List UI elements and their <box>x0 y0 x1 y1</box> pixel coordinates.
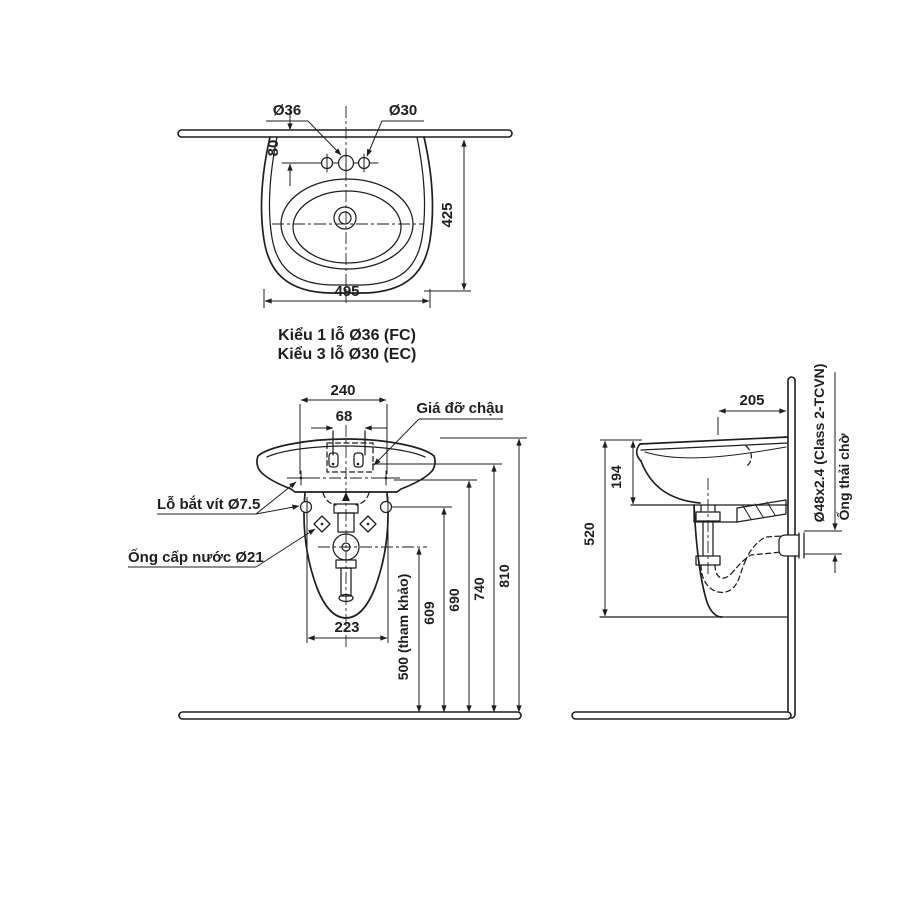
mount-hole-marks <box>287 470 400 486</box>
faucet-holes <box>281 151 379 175</box>
hanger-bracket <box>326 430 374 501</box>
dim-740-label: 740 <box>471 577 487 601</box>
supply-pipe-label: Ống cấp nước Ø21 <box>128 548 264 566</box>
o36-label: Ø36 <box>273 102 301 119</box>
caption-line2: Kiểu 3 lỗ Ø30 (EC) <box>278 344 417 363</box>
dim-240: 240 <box>299 382 388 474</box>
waste-pipe-through-wall <box>778 530 842 559</box>
dim-194: 194 <box>608 440 636 505</box>
screw-hole-callout: Lỗ bắt vít Ø7.5 <box>157 481 300 515</box>
dim-520-label: 520 <box>581 522 597 546</box>
bracket-callout: Giá đỡ chậu <box>373 400 504 466</box>
hole-callout-o30: Ø30 <box>366 102 424 157</box>
dim-223: 223 <box>306 497 389 643</box>
dim-194-label: 194 <box>608 465 624 489</box>
pedestal-side <box>599 504 789 618</box>
caption-line1: Kiểu 1 lỗ Ø36 (FC) <box>278 325 416 344</box>
dim-500-label: 500 (tham khảo) <box>395 574 411 681</box>
screw-hole-label: Lỗ bắt vít Ø7.5 <box>157 495 260 513</box>
wall-bracket-section <box>693 499 787 523</box>
dim-223-label: 223 <box>334 619 359 636</box>
dim-68-label: 68 <box>336 408 353 425</box>
dim-80-label: 80 <box>265 140 282 157</box>
dim-425-label: 425 <box>439 202 456 227</box>
height-dimension-set: 500 (tham khảo) 609 690 740 810 <box>372 437 527 713</box>
side-view: 205 194 520 Ø48x2.4 (Class 2-TCVN) Ống t… <box>571 364 852 720</box>
front-view: 240 68 223 500 (tham khảo) 609 690 <box>128 382 527 720</box>
dim-240-label: 240 <box>330 382 355 399</box>
dim-205-label: 205 <box>739 392 764 409</box>
dim-810-label: 810 <box>496 564 512 588</box>
overflow-hole <box>333 206 357 230</box>
drain-spec-label: Ø48x2.4 (Class 2-TCVN) <box>811 364 827 523</box>
o30-label: Ø30 <box>389 102 417 119</box>
wall-line-top-view <box>177 129 513 138</box>
dim-80: 80 <box>265 108 293 186</box>
top-view: 80 425 495 Ø36 Ø30 Kiểu 1 lỗ Ø36 (FC) Ki… <box>177 102 513 363</box>
dim-495-label: 495 <box>334 283 359 300</box>
pedestal-front <box>299 492 393 619</box>
supply-hole-marks <box>313 515 377 533</box>
hole-callout-o36: Ø36 <box>266 102 342 156</box>
basin-side-outline <box>630 436 789 506</box>
floor-line-side-view <box>571 711 792 720</box>
drain-spec-callout: Ø48x2.4 (Class 2-TCVN) Ống thải chờ <box>811 364 852 573</box>
dim-609-label: 609 <box>421 601 437 625</box>
dim-495: 495 <box>263 283 431 308</box>
drain-trap-side <box>695 478 783 594</box>
waste-outlet-label: Ống thải chờ <box>835 433 852 520</box>
drain-trap-front <box>318 492 427 603</box>
dim-520: 520 <box>581 439 642 617</box>
dim-205: 205 <box>717 392 787 435</box>
bracket-label: Giá đỡ chậu <box>416 400 503 417</box>
supply-pipe-callout: Ống cấp nước Ø21 <box>128 528 316 568</box>
floor-line-front-view <box>178 711 522 720</box>
dim-425: 425 <box>424 139 471 292</box>
dim-68: 68 <box>311 408 387 431</box>
dim-690-label: 690 <box>446 588 462 612</box>
